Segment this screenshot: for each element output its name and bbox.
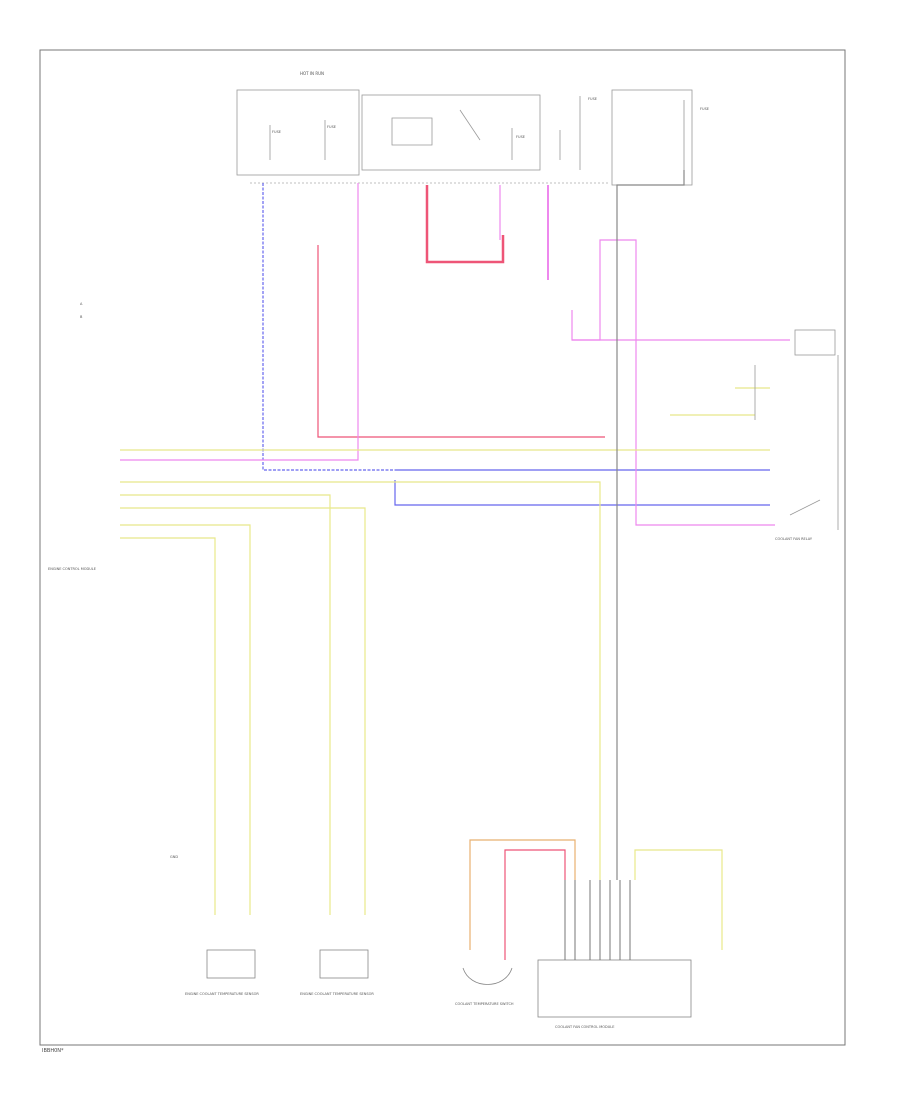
label-sensor-mid: ENGINE COOLANT TEMPERATURE SENSOR xyxy=(300,992,374,996)
label-sensor-left: ENGINE COOLANT TEMPERATURE SENSOR xyxy=(185,992,259,996)
label-hot-run: HOT IN RUN xyxy=(300,71,324,76)
label-engine-module: ENGINE CONTROL MODULE xyxy=(48,567,96,571)
footer-code: IBBH0N* xyxy=(42,1048,64,1054)
wire-red-loop xyxy=(425,185,505,264)
wire-yellow-e xyxy=(120,537,216,915)
label-temp-switch: COOLANT TEMPERATURE SWITCH xyxy=(455,1002,514,1006)
wire-pink-left xyxy=(120,183,359,461)
wire-gray-main xyxy=(616,170,685,880)
label-fuse-far-right: FUSE xyxy=(700,107,709,111)
module-pins xyxy=(564,880,631,960)
wire-yellow-a xyxy=(120,481,601,880)
wire-yellow-c xyxy=(120,507,366,915)
wire-blue-lower xyxy=(394,480,770,506)
sensor-mid-box xyxy=(319,949,369,979)
wire-yellow-d xyxy=(120,524,251,915)
wire-pink-feed xyxy=(571,310,790,341)
label-fuse-left-b: FUSE xyxy=(327,125,336,129)
wire-yellow-right xyxy=(634,849,723,950)
wire-orange xyxy=(469,839,576,950)
label-fuse-right: FUSE xyxy=(588,97,597,101)
label-side-a: A xyxy=(80,302,83,306)
diagram-frame xyxy=(39,49,846,1046)
temp-switch-shape xyxy=(462,967,513,985)
sensor-left-box xyxy=(206,949,256,979)
label-coolant-module: COOLANT FAN CONTROL MODULE xyxy=(555,1025,614,1029)
wire-blue-left xyxy=(262,183,395,471)
fuse-box-mid xyxy=(361,94,541,171)
label-ground: GND xyxy=(170,855,178,859)
wire-yellow-b xyxy=(120,494,331,915)
label-fuse-mid: FUSE xyxy=(516,135,525,139)
coolant-module-box xyxy=(537,959,692,1018)
fuse-box-right xyxy=(559,89,693,186)
relay-module xyxy=(754,329,839,530)
wire-pink-right xyxy=(572,239,775,526)
wire-red-bottom xyxy=(504,849,566,960)
fuse-box-left xyxy=(236,89,360,176)
label-side-b: B xyxy=(80,315,83,319)
label-fuse-left-a: FUSE xyxy=(272,130,281,134)
wire-red-down xyxy=(317,245,605,438)
label-coolant-relay: COOLANT FAN RELAY xyxy=(775,537,813,541)
